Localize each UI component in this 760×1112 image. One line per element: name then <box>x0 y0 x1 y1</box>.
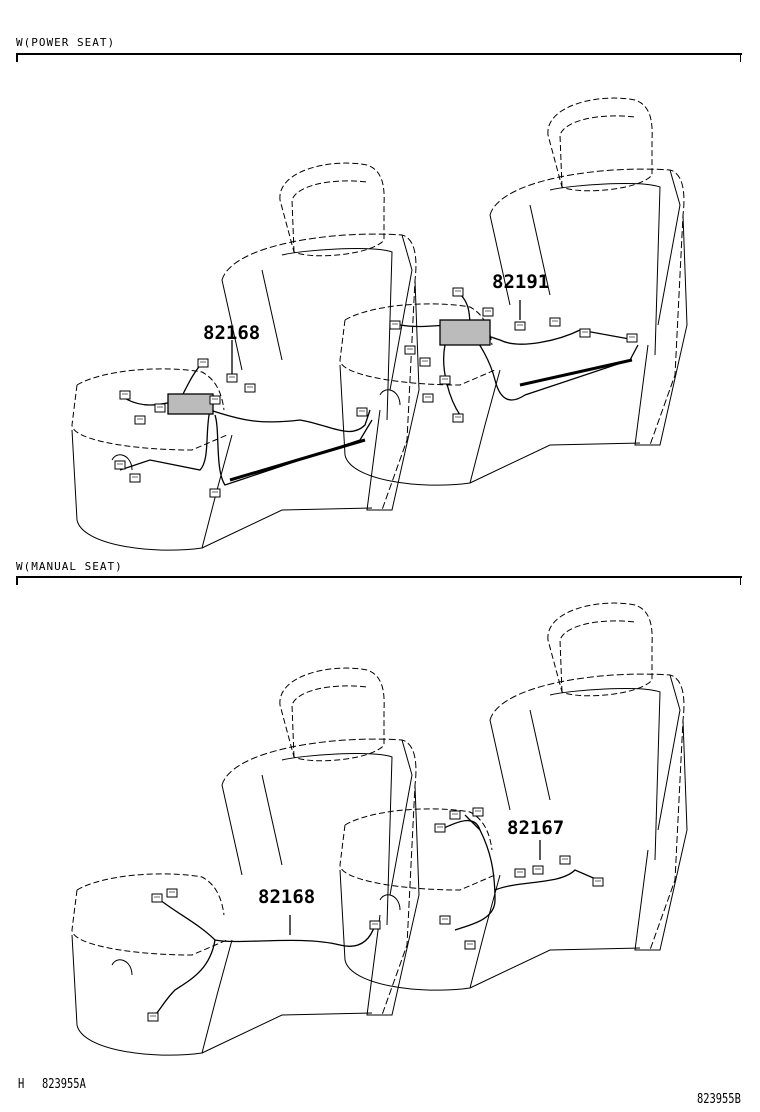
harness-82168-manual <box>154 899 376 1016</box>
front-seat-manual-left <box>71 667 420 1056</box>
section-bracket <box>16 53 18 62</box>
part-number-82168-manual[interactable]: 82168 <box>258 886 316 908</box>
front-seat-power-left <box>71 162 420 551</box>
part-number-82168-power[interactable]: 82168 <box>203 322 261 344</box>
harness-82191 <box>399 289 639 416</box>
section-title-power-seat: W(POWER SEAT) <box>16 36 116 49</box>
harness-82167 <box>439 814 599 931</box>
footer-code-right: 823955B <box>697 1092 741 1107</box>
section-bracket <box>740 53 741 62</box>
part-number-82167[interactable]: 82167 <box>507 817 565 839</box>
connectors-82191 <box>389 287 638 423</box>
front-seat-manual-right <box>339 602 688 991</box>
part-number-82191[interactable]: 82191 <box>492 271 550 293</box>
footer-code-left: 823955A <box>42 1077 86 1092</box>
section-divider <box>16 576 742 578</box>
footer-marker: H <box>18 1077 25 1092</box>
section-bracket <box>16 576 18 585</box>
section-bracket <box>740 576 741 585</box>
section-title-manual-seat: W(MANUAL SEAT) <box>16 560 123 573</box>
section-divider <box>16 53 742 55</box>
